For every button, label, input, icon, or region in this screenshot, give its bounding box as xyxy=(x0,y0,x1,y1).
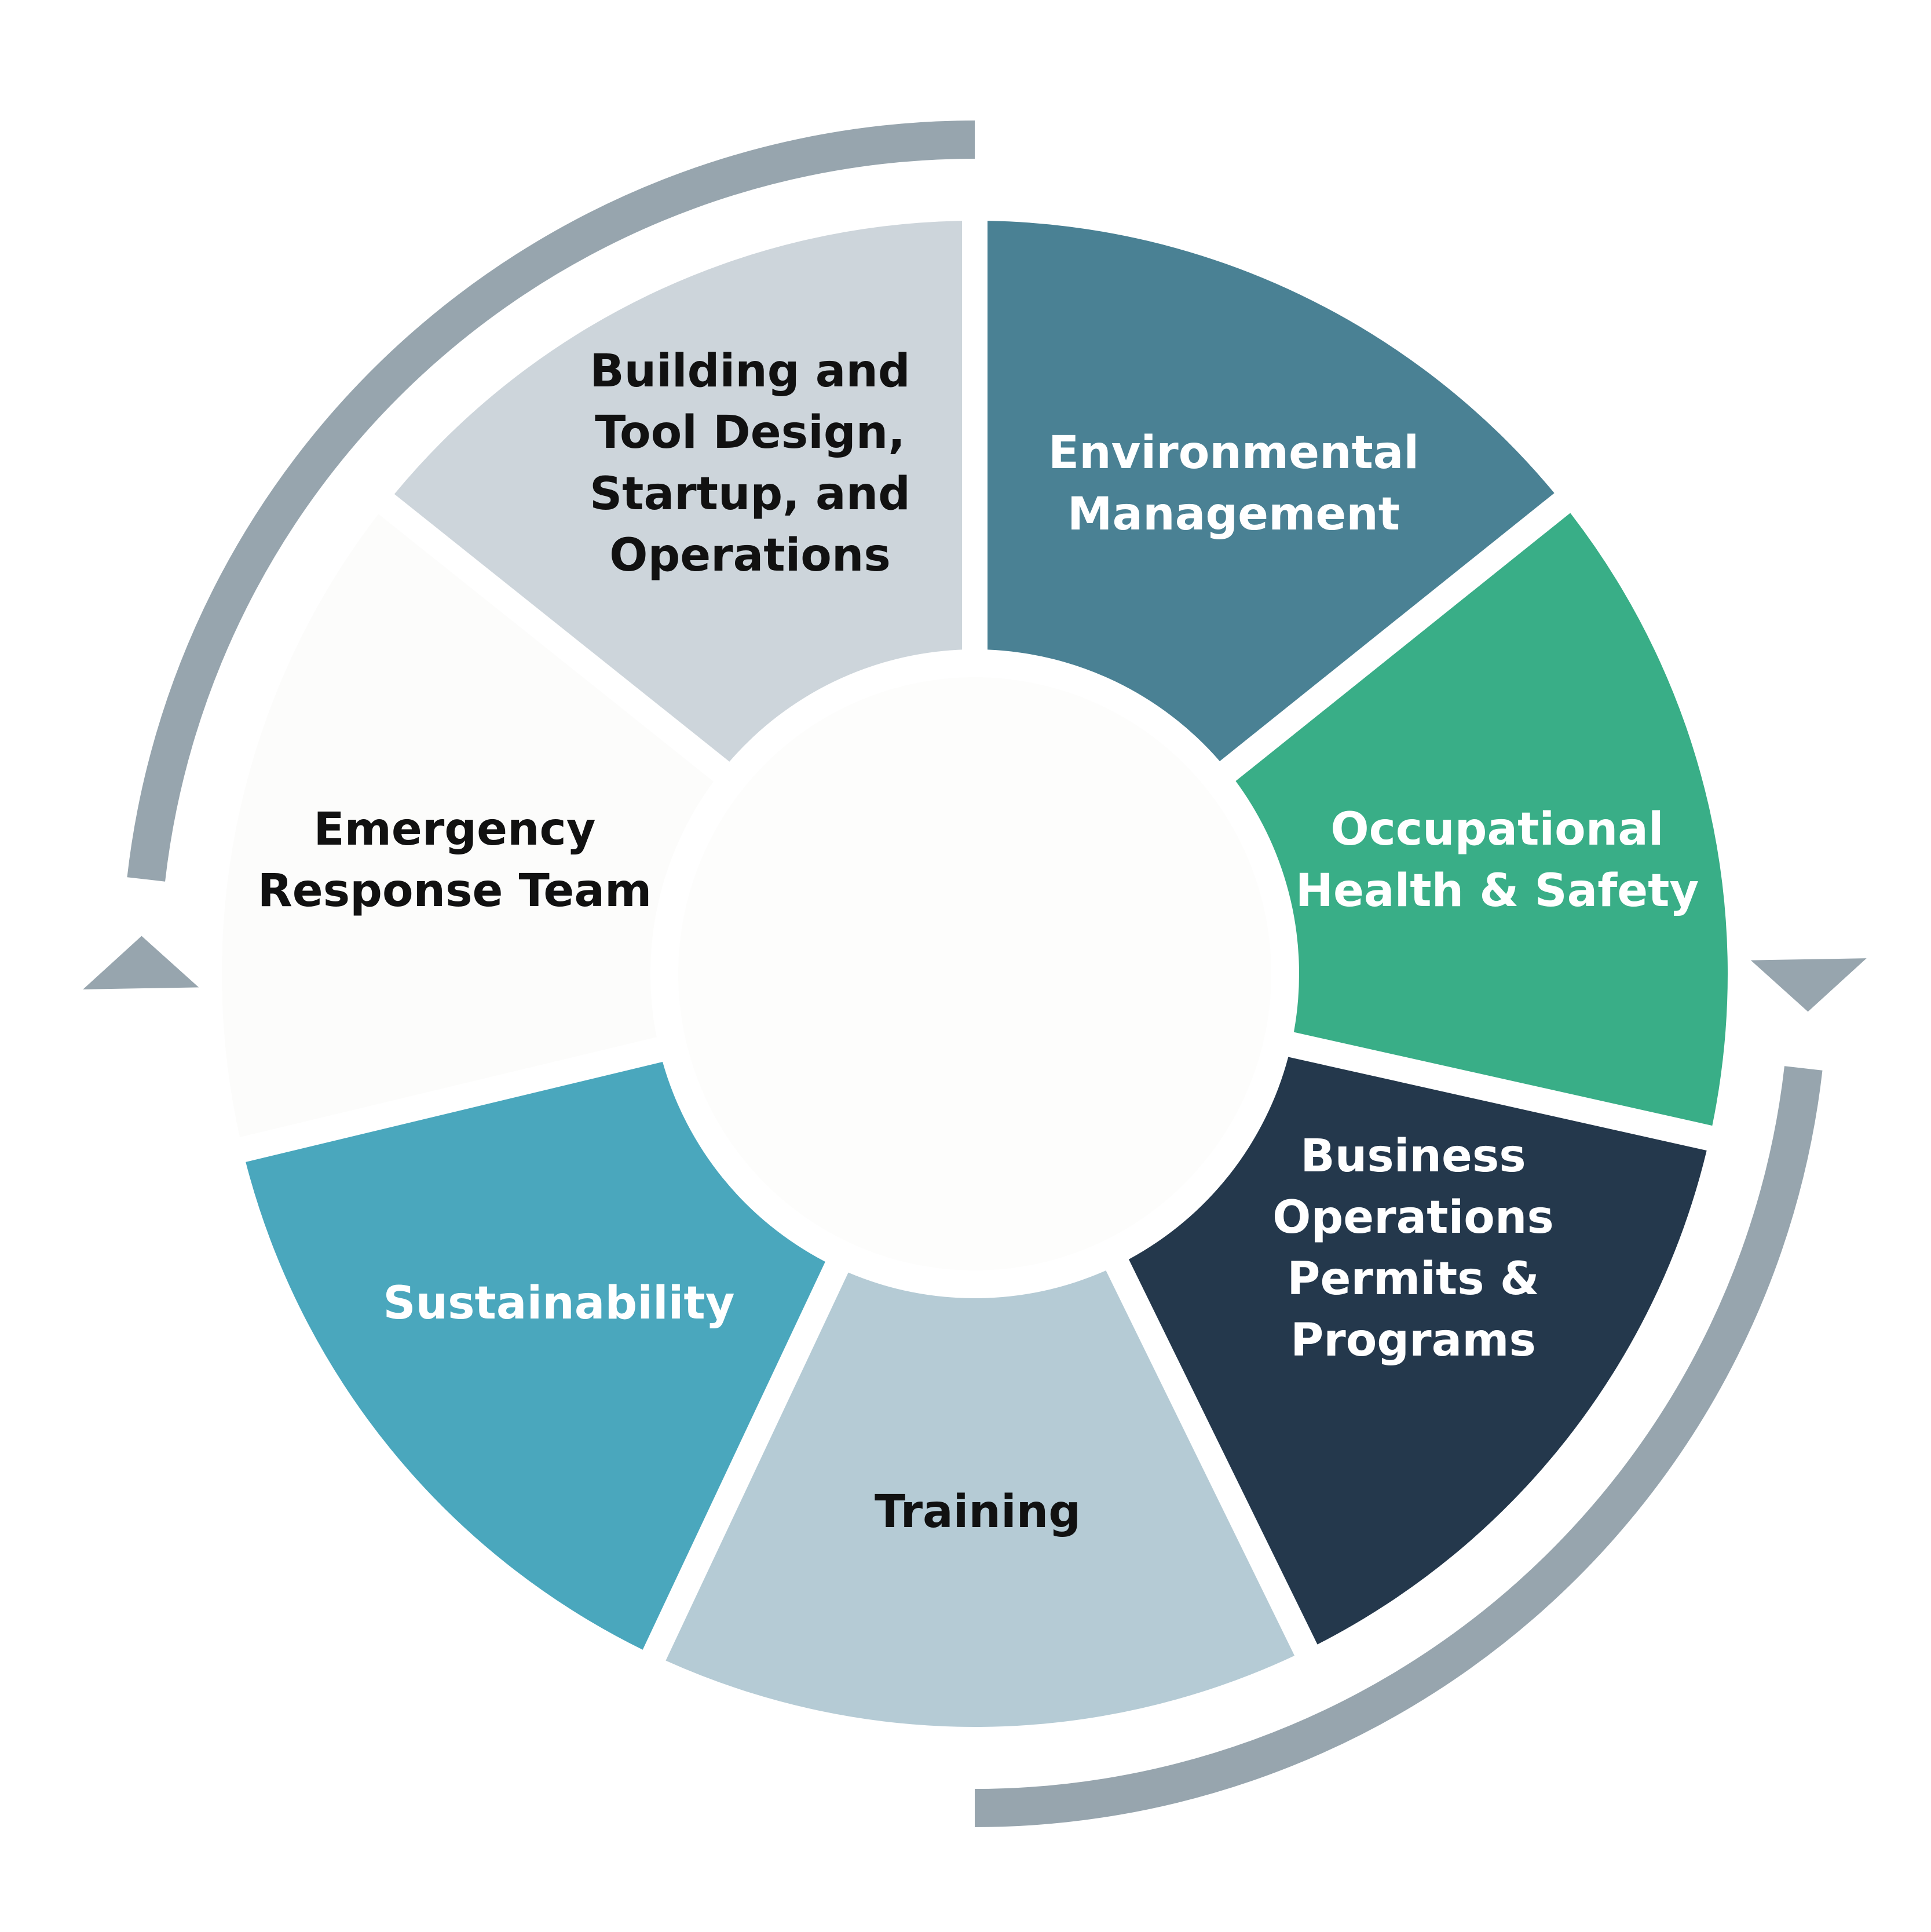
segment-sustainability xyxy=(246,1062,825,1650)
arrow-top-left-head xyxy=(83,936,199,989)
segment-ring xyxy=(221,221,1728,1727)
segment-label-line: Operations xyxy=(1272,1192,1554,1244)
segment-label-line: Business xyxy=(1300,1130,1526,1182)
segment-label-line: Operations xyxy=(609,529,891,582)
segment-label-line: Response Team xyxy=(258,865,652,917)
arrow-top-left-body xyxy=(127,120,975,882)
segment-label-line: Startup, and xyxy=(590,468,910,520)
segment-label-line: Programs xyxy=(1290,1314,1536,1367)
segment-label-sustainability: Sustainability xyxy=(383,1277,734,1330)
arrow-bottom-right-head xyxy=(1750,958,1867,1012)
segment-label-training: Training xyxy=(875,1486,1081,1538)
segment-label-line: Sustainability xyxy=(383,1277,734,1330)
segment-emergency-response-team xyxy=(221,514,714,1138)
segment-label-line: Management xyxy=(1067,488,1400,540)
segment-label-line: Training xyxy=(875,1486,1081,1538)
segment-label-line: Building and xyxy=(590,345,910,397)
segment-training xyxy=(665,1270,1295,1727)
segment-environmental-management xyxy=(987,221,1555,761)
segment-label-line: Tool Design, xyxy=(595,407,905,459)
segment-label-line: Environmental xyxy=(1048,427,1419,479)
segment-label-line: Emergency xyxy=(313,804,595,856)
segment-label-line: Permits & xyxy=(1287,1253,1539,1305)
segment-label-line: Occupational xyxy=(1330,804,1663,856)
segment-business-operations-permits-programs xyxy=(1128,1057,1707,1645)
cycle-arrows xyxy=(83,120,1867,1827)
arrow-bottom-right-body xyxy=(974,1066,1823,1827)
center-hub xyxy=(678,677,1271,1270)
segment-label-line: Health & Safety xyxy=(1296,865,1699,917)
segment-building-tool-design xyxy=(394,221,963,762)
segment-occupational-health-safety xyxy=(1235,513,1728,1126)
